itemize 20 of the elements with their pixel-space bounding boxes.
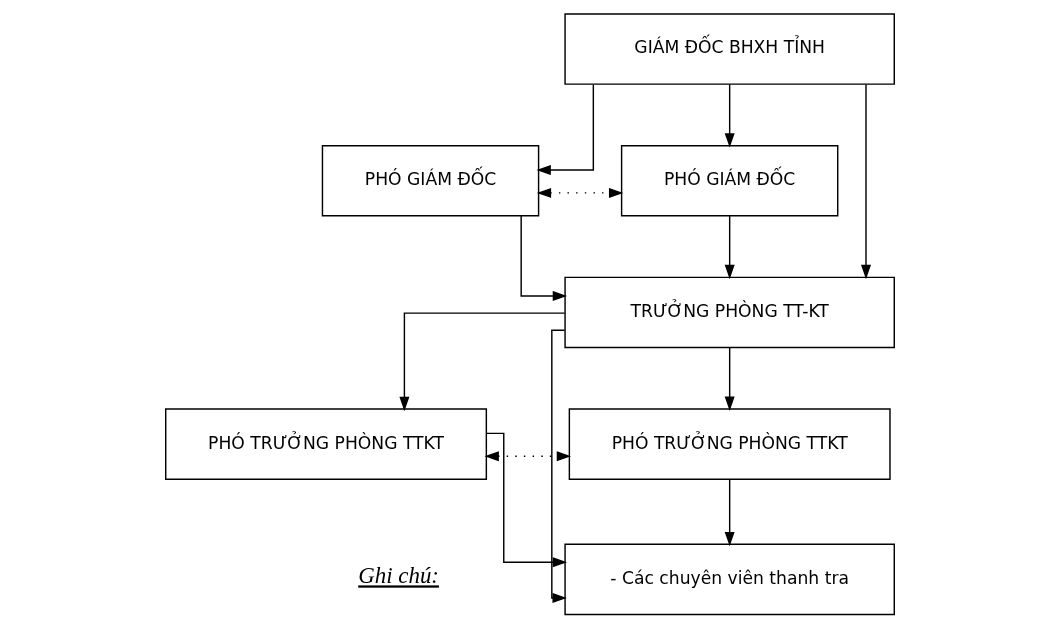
node-box: PHÓ TRƯỞNG PHÒNG TTKT (165, 408, 488, 480)
node-box: PHÓ TRƯỞNG PHÒNG TTKT (568, 408, 891, 480)
node-box: PHÓ GIÁM ĐỐC (321, 144, 540, 217)
arrow (484, 451, 572, 462)
arrow (724, 478, 735, 547)
arrow (724, 347, 735, 411)
arrow (536, 84, 595, 175)
arrow (399, 312, 566, 412)
arrow (861, 83, 871, 280)
arrow (724, 83, 735, 148)
node-box: GIÁM ĐỐC BHXH TỈNH (564, 13, 895, 85)
node-box: TRƯỞNG PHÒNG TT-KT (564, 276, 895, 349)
arrow (536, 187, 624, 198)
arrow (520, 215, 568, 301)
arrow (724, 215, 735, 280)
node-box: PHÓ GIÁM ĐỐC (620, 144, 839, 217)
node-box: - Các chuyên viên thanh tra (564, 543, 895, 616)
label: Ghi chú: (358, 563, 439, 589)
arrow (486, 432, 568, 568)
arrow (551, 329, 567, 603)
